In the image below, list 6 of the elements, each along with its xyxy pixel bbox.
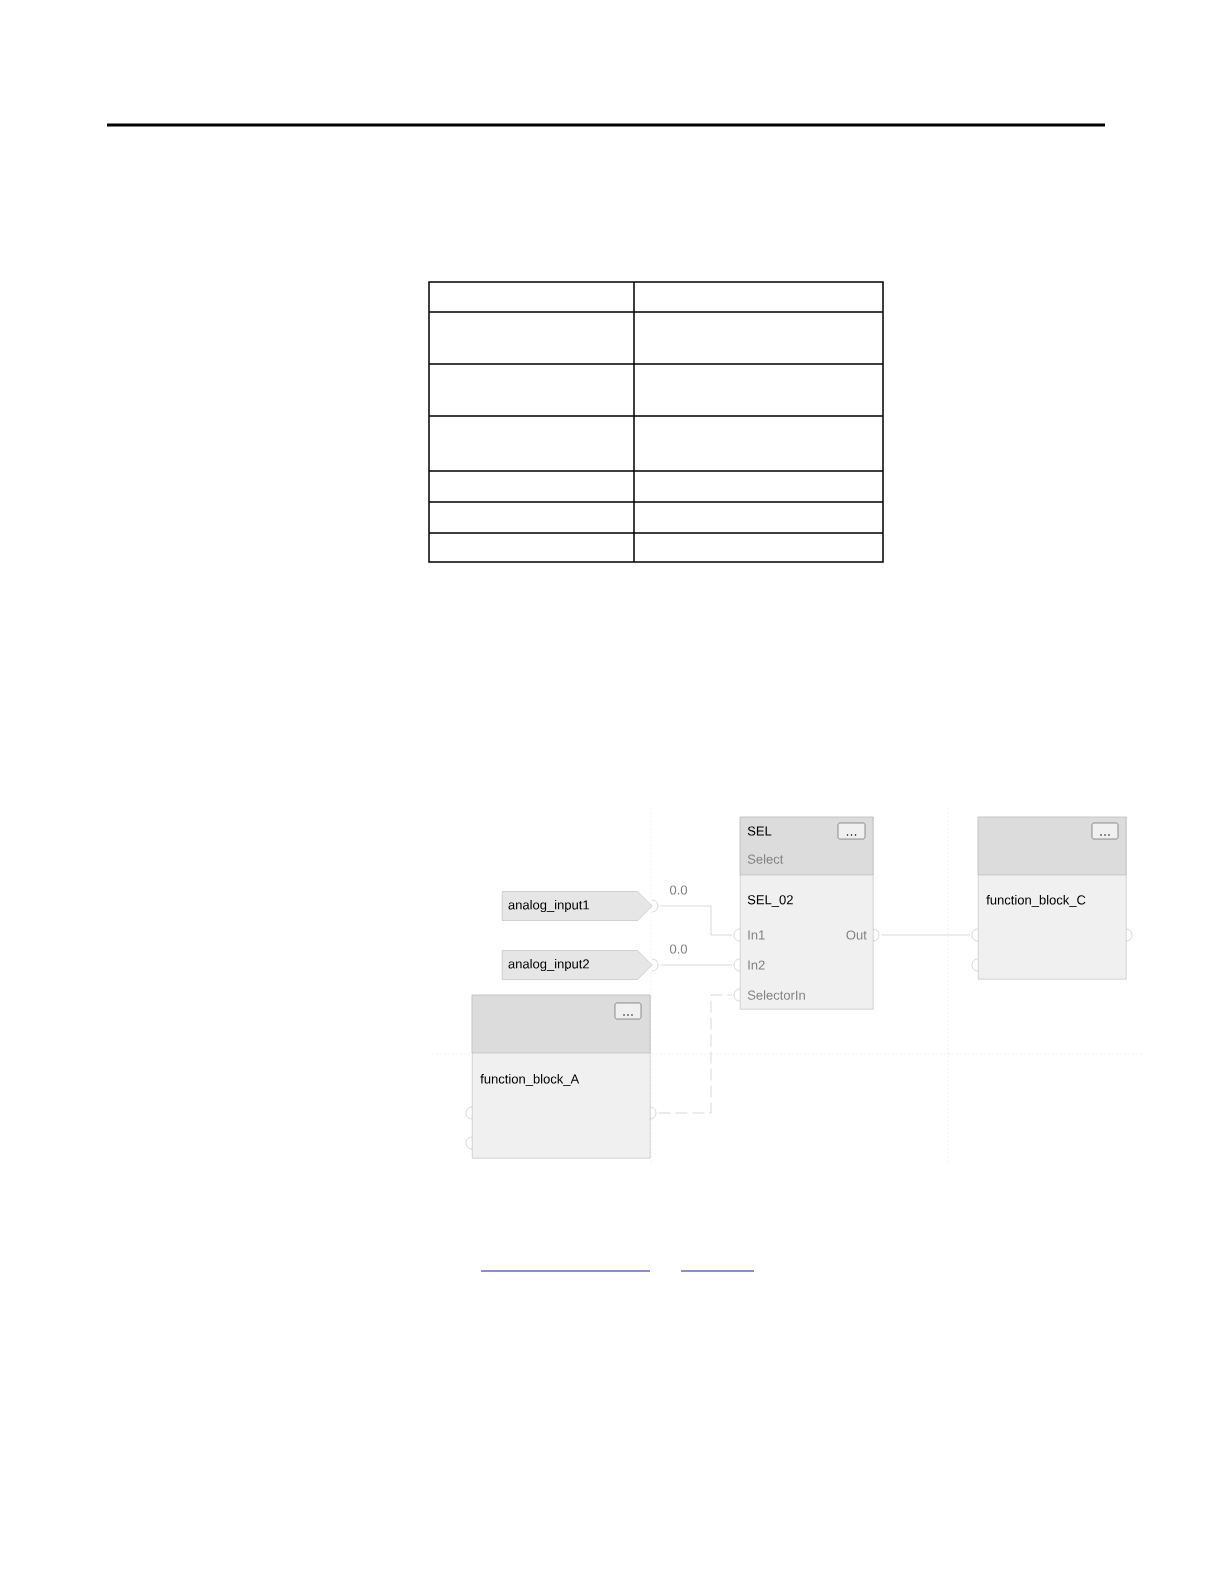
edge-label: 0.0 <box>668 943 689 955</box>
edge-label: 0.0 <box>668 884 689 896</box>
input-tag: analog_input2 <box>502 950 659 980</box>
connector-line <box>658 994 733 1114</box>
connector-line <box>660 905 733 936</box>
input-tag: analog_input1 <box>502 891 659 921</box>
